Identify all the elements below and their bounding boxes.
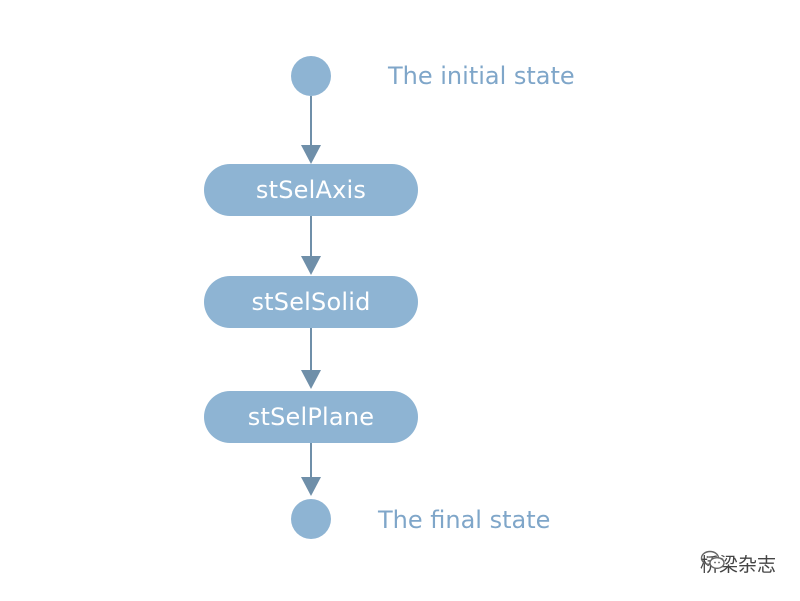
arrow-axis-to-solid xyxy=(301,216,321,275)
wechat-icon xyxy=(700,550,725,570)
arrow-plane-to-final xyxy=(301,443,321,496)
state-node-plane: stSelPlane xyxy=(204,391,418,443)
initial-state-label: The initial state xyxy=(388,62,575,90)
state-node-solid: stSelSolid xyxy=(204,276,418,328)
arrow-initial-to-axis xyxy=(301,96,321,164)
watermark: 桥梁杂志 xyxy=(700,550,776,577)
state-node-axis: stSelAxis xyxy=(204,164,418,216)
arrow-solid-to-plane xyxy=(301,328,321,389)
final-state-label: The final state xyxy=(378,506,551,534)
final-node xyxy=(291,499,331,539)
initial-node xyxy=(291,56,331,96)
